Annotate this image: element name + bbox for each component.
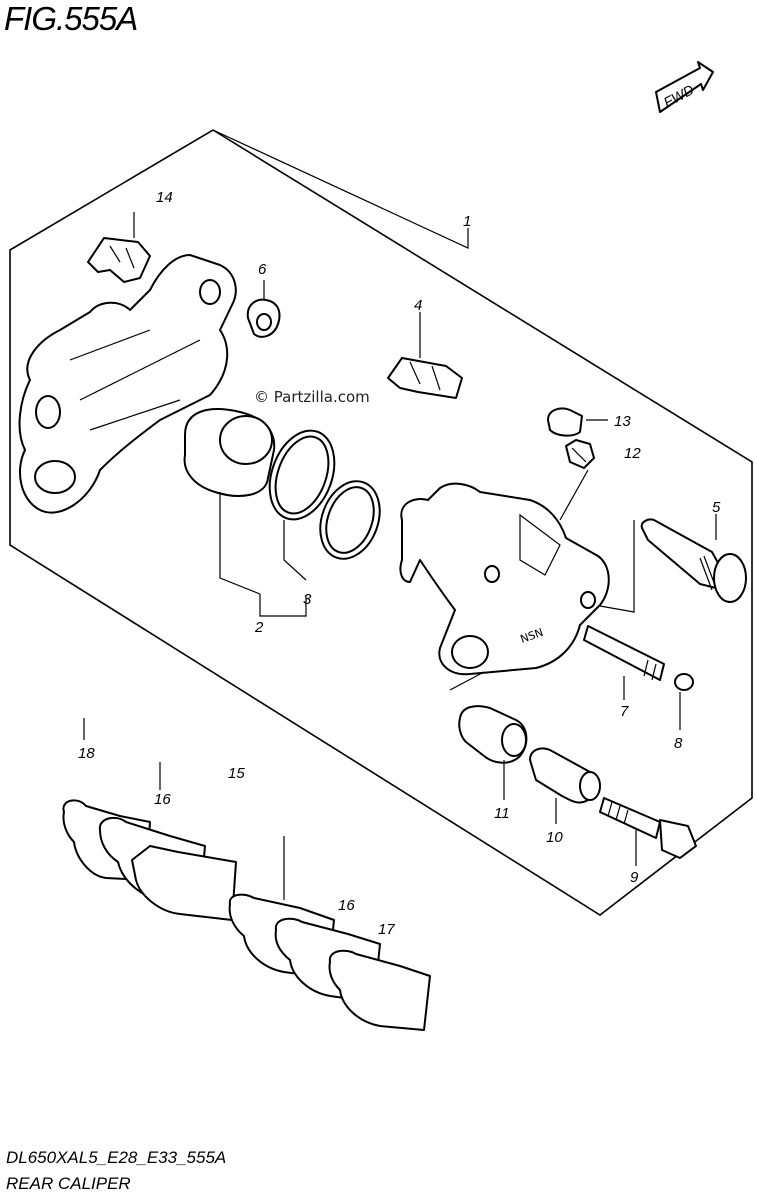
part-14-spring-icon (87, 237, 151, 283)
leader-lines (83, 129, 717, 900)
callout-16b: 16 (338, 897, 355, 914)
callout-9: 9 (630, 869, 639, 886)
callout-8: 8 (674, 735, 683, 752)
callout-7: 7 (620, 703, 629, 720)
callout-5: 5 (712, 499, 721, 516)
part-6-boot-icon (246, 298, 281, 338)
brake-pads-icon (62, 799, 431, 1031)
callout-6: 6 (258, 261, 267, 278)
callout-3: 3 (303, 591, 312, 608)
part-13-cap-icon (547, 407, 583, 437)
callout-1: 1 (463, 213, 471, 230)
model-code: DL650XAL5_E28_E33_555A (6, 1148, 227, 1167)
callout-13: 13 (614, 413, 631, 430)
callout-10: 10 (546, 829, 563, 846)
part-5-pin-bolt-icon (640, 518, 747, 603)
diagram-caption: REAR CALIPER (6, 1174, 131, 1193)
part-8-clip-icon (674, 673, 694, 691)
fwd-arrow-icon: FWD (655, 61, 714, 113)
callout-15: 15 (228, 765, 245, 782)
part-12-bleeder-icon (565, 439, 595, 469)
callout-17: 17 (378, 921, 395, 938)
figure-title: FIG.555A (4, 0, 138, 37)
callout-16a: 16 (154, 791, 171, 808)
caliper-body-icon: NSN (399, 482, 610, 676)
watermark-text: © Partzilla.com (254, 388, 370, 406)
callout-4: 4 (414, 297, 422, 314)
callout-11: 11 (494, 805, 510, 822)
callout-2: 2 (254, 619, 264, 636)
part-11-boot-icon (458, 705, 528, 764)
part-3-seal-rings-icon (268, 429, 381, 560)
caliper-bracket-icon (18, 254, 237, 514)
part-2-piston-icon (183, 408, 276, 497)
callout-12: 12 (624, 445, 641, 462)
callout-18: 18 (78, 745, 95, 762)
callout-14: 14 (156, 189, 173, 206)
part-9-bolt-icon (599, 797, 697, 859)
part-7-pin-icon (583, 625, 665, 681)
part-10-sleeve-icon (529, 747, 601, 804)
part-4-pad-spring-icon (387, 357, 463, 399)
